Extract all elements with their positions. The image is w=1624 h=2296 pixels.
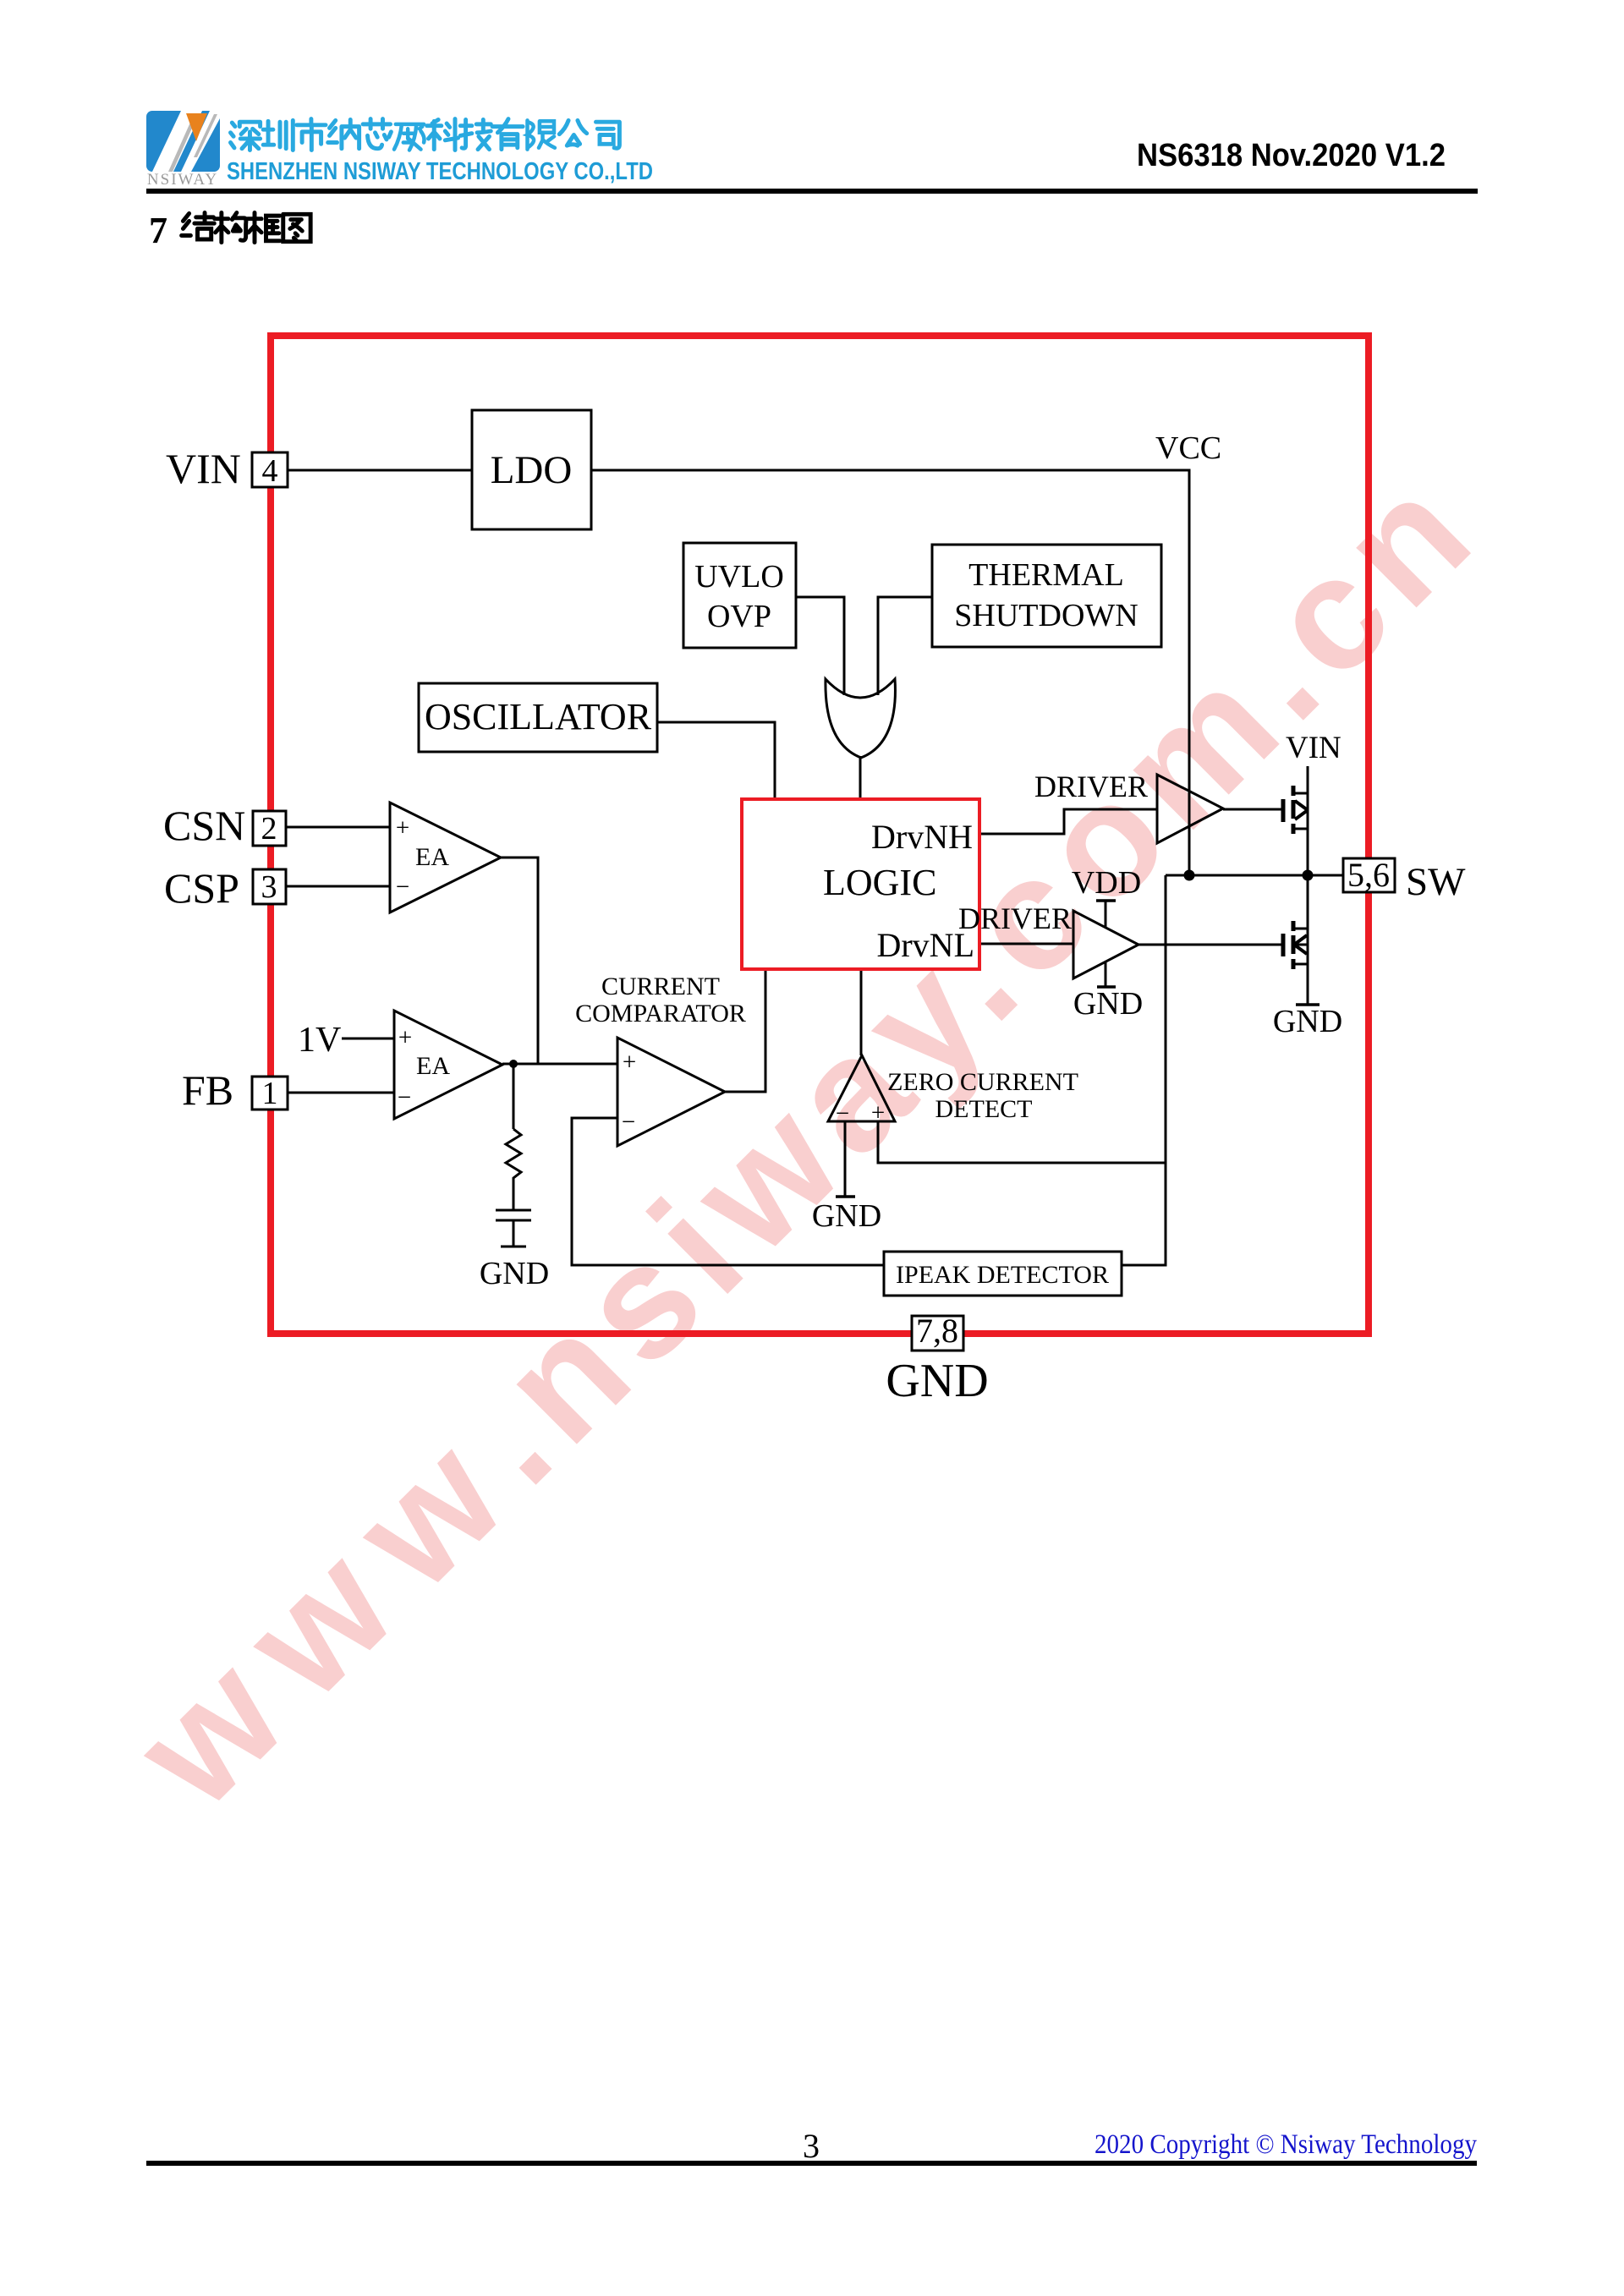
svg-text:3: 3 [803,2127,820,2165]
svg-text:FB: FB [182,1066,233,1114]
svg-text:+: + [396,814,409,841]
svg-text:4: 4 [262,453,278,489]
svg-text:DRIVER: DRIVER [958,901,1072,935]
svg-text:ZERO CURRENT: ZERO CURRENT [887,1068,1078,1096]
svg-text:DRIVER: DRIVER [1034,770,1148,803]
svg-text:3: 3 [261,869,277,905]
svg-text:LDO: LDO [491,448,573,492]
svg-text:−: − [398,1084,411,1111]
svg-text:CSP: CSP [164,864,239,912]
svg-text:SHENZHEN NSIWAY TECHNOLOGY CO.: SHENZHEN NSIWAY TECHNOLOGY CO.,LTD [227,158,653,185]
svg-text:OSCILLATOR: OSCILLATOR [425,696,652,737]
svg-text:VIN: VIN [1286,731,1341,765]
svg-text:THERMAL: THERMAL [968,557,1124,593]
svg-text:NSIWAY: NSIWAY [147,171,218,189]
svg-text:+: + [398,1024,412,1051]
svg-text:2: 2 [261,811,277,847]
svg-text:VCC: VCC [1155,430,1221,466]
svg-text:SW: SW [1406,860,1466,904]
svg-text:EA: EA [416,1052,450,1080]
svg-text:GND: GND [812,1198,881,1234]
svg-text:OVP: OVP [707,599,771,634]
svg-text:VIN: VIN [166,445,241,492]
svg-text:1V: 1V [298,1021,341,1060]
svg-text:2020 Copyright © Nsiway Techno: 2020 Copyright © Nsiway Technology [1095,2129,1477,2160]
svg-text:GND: GND [886,1355,988,1407]
svg-text:GND: GND [1073,986,1143,1022]
svg-text:UVLO: UVLO [694,559,784,595]
svg-text:1: 1 [262,1076,278,1111]
svg-text:+: + [871,1099,885,1126]
svg-text:SHUTDOWN: SHUTDOWN [954,598,1138,633]
svg-text:−: − [396,874,409,901]
svg-text:GND: GND [480,1256,549,1291]
svg-text:EA: EA [415,843,449,871]
svg-text:−: − [622,1109,635,1136]
svg-text:DrvNL: DrvNL [876,926,974,964]
svg-text:VDD: VDD [1072,865,1141,901]
svg-text:DETECT: DETECT [935,1095,1033,1123]
svg-text:CSN: CSN [163,802,245,849]
svg-text:7: 7 [149,210,167,251]
svg-text:−: − [836,1100,849,1127]
svg-text:GND: GND [1273,1004,1342,1039]
svg-text:CURRENT: CURRENT [601,973,720,1000]
svg-text:5,6: 5,6 [1347,856,1390,894]
svg-text:IPEAK DETECTOR: IPEAK DETECTOR [896,1261,1109,1289]
svg-text:NS6318 Nov.2020 V1.2: NS6318 Nov.2020 V1.2 [1137,138,1446,173]
svg-text:COMPARATOR: COMPARATOR [575,1000,746,1027]
svg-text:7,8: 7,8 [916,1312,958,1350]
svg-text:DrvNH: DrvNH [871,818,973,856]
svg-text:LOGIC: LOGIC [823,862,936,903]
svg-text:www.nsiway.com.cn: www.nsiway.com.cn [102,435,1512,1841]
svg-text:+: + [623,1049,636,1076]
